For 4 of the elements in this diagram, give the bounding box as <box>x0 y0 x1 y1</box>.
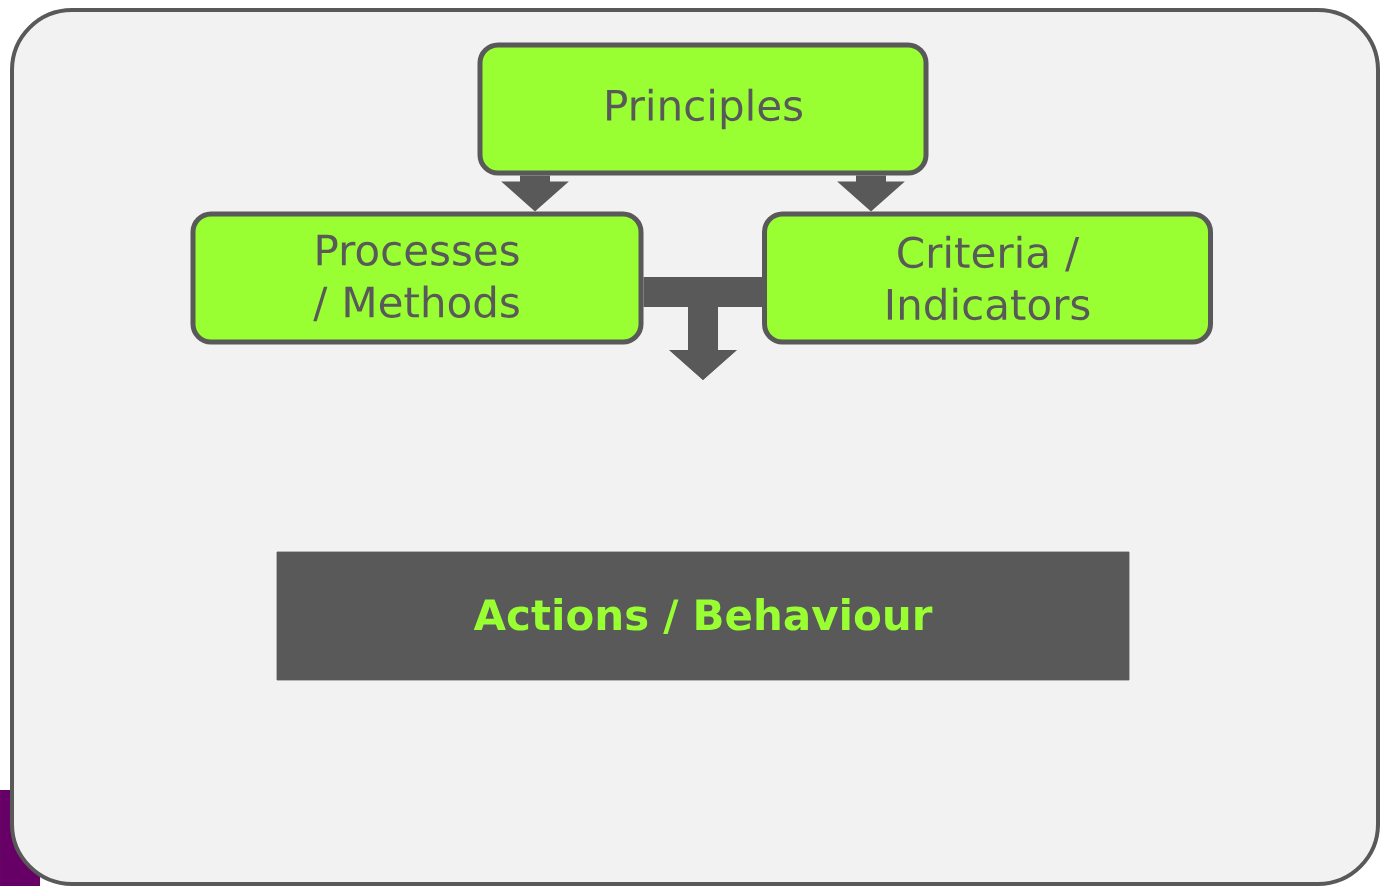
result-box: Actions / Behaviour <box>276 551 1130 681</box>
process-box: Processes / Methods <box>190 211 644 345</box>
process-box: Criteria / Indicators <box>762 211 1213 345</box>
process-box: Principles <box>477 42 929 176</box>
